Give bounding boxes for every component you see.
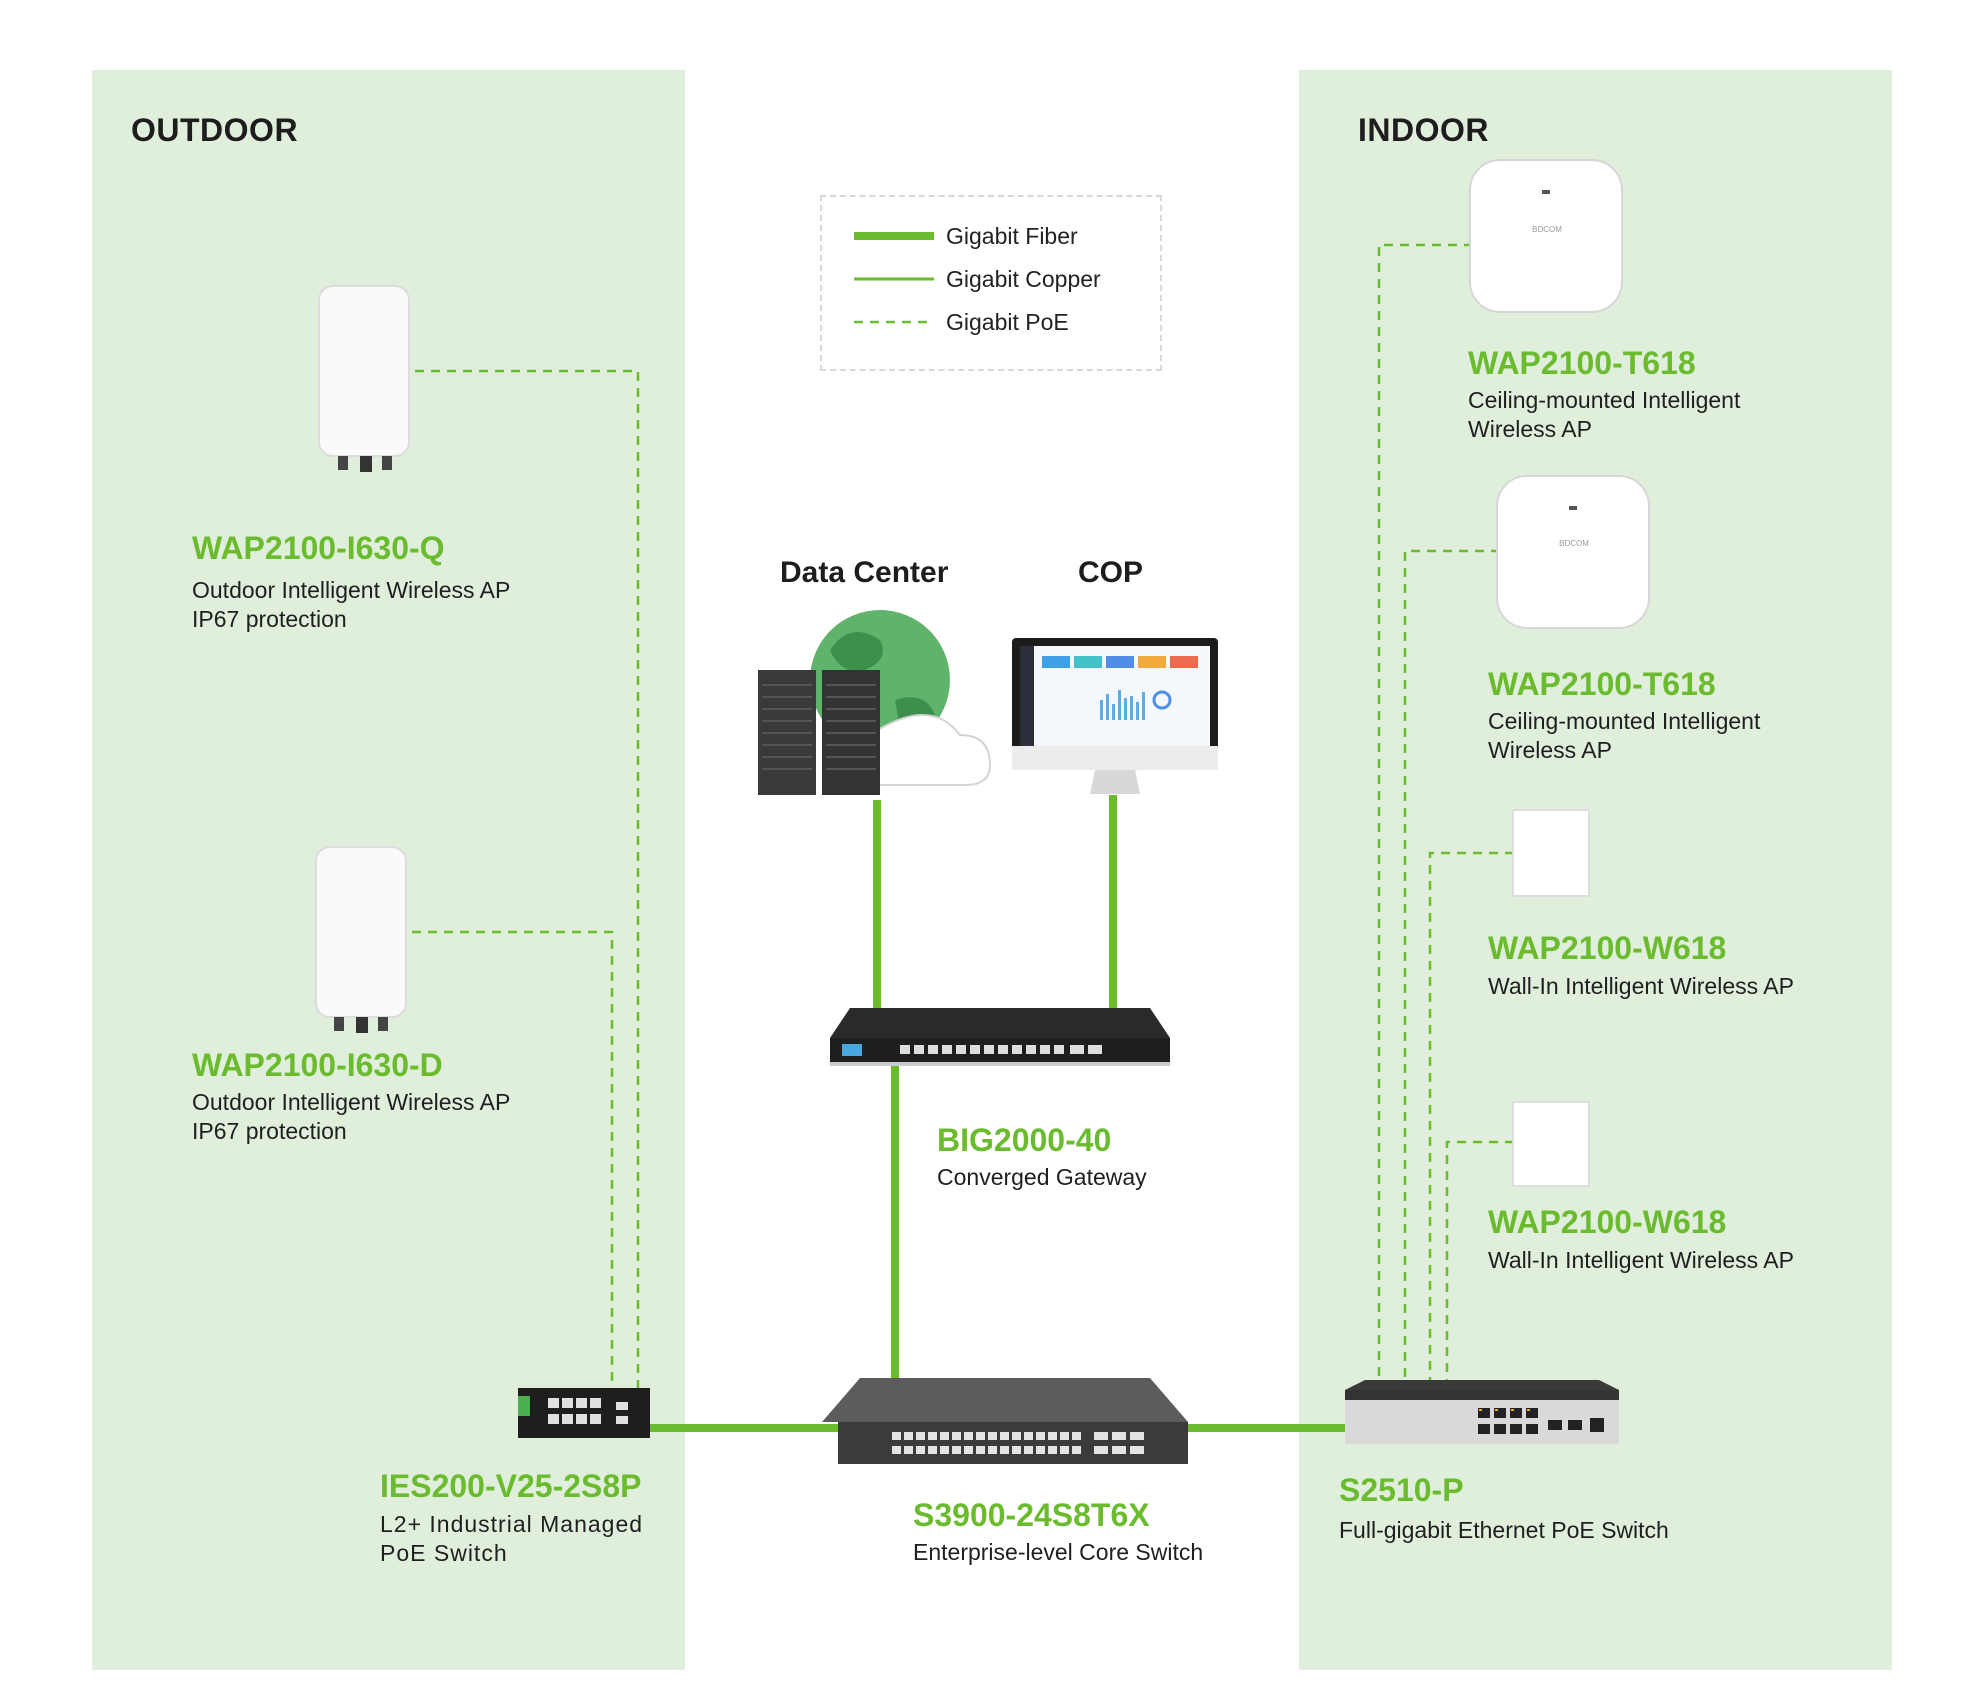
gateway-description: Converged Gateway: [937, 1163, 1147, 1192]
legend-poe-swatch: [854, 320, 934, 324]
poe-switch-device: [1345, 1380, 1619, 1444]
outdoor-zone-title: OUTDOOR: [131, 112, 299, 148]
core-switch-model: S3900-24S8T6X: [913, 1497, 1150, 1533]
core-switch-device: [822, 1378, 1188, 1464]
svg-text:BDCOM: BDCOM: [1532, 225, 1562, 234]
legend-fiber-swatch: [854, 232, 934, 240]
indoor-ap-2-device: BDCOM: [1496, 475, 1650, 629]
data-center-label: Data Center: [780, 556, 949, 589]
description-line: PoE Switch: [380, 1540, 508, 1566]
poe-switch-description: Full-gigabit Ethernet PoE Switch: [1339, 1516, 1669, 1545]
description-line: Enterprise-level Core Switch: [913, 1539, 1204, 1565]
indoor-ap-2-model: WAP2100-T618: [1488, 666, 1716, 702]
indoor-zone-title: INDOOR: [1358, 112, 1489, 148]
description-line: Converged Gateway: [937, 1164, 1147, 1190]
description-line: L2+ Industrial Managed: [380, 1511, 644, 1537]
description-line: Ceiling-mounted Intelligent: [1468, 387, 1741, 413]
indoor-ap-2-description: Ceiling-mounted Intelligent Wireless AP: [1488, 707, 1760, 765]
wall-ap-1-device: [1512, 809, 1590, 897]
svg-text:BDCOM: BDCOM: [1559, 539, 1589, 548]
legend-item-poe: Gigabit PoE: [854, 307, 1069, 337]
link-indoor-ap1-poe: [1377, 243, 1473, 1382]
legend-label: Gigabit PoE: [946, 308, 1069, 335]
indoor-ap-1-description: Ceiling-mounted Intelligent Wireless AP: [1468, 386, 1740, 444]
outdoor-ap-q-model: WAP2100-I630-Q: [192, 530, 445, 566]
description-line: Outdoor Intelligent Wireless AP: [192, 1089, 511, 1115]
core-switch-description: Enterprise-level Core Switch: [913, 1538, 1203, 1567]
wall-ap-1-model: WAP2100-W618: [1488, 930, 1727, 966]
wall-ap-2-device: [1512, 1101, 1590, 1187]
description-line: Wall-In Intelligent Wireless AP: [1488, 1247, 1794, 1273]
legend: Gigabit Fiber Gigabit Copper Gigabit PoE: [820, 195, 1162, 371]
outdoor-ap-d-device: [315, 846, 407, 1033]
poe-switch-model: S2510-P: [1339, 1472, 1464, 1508]
legend-label: Gigabit Copper: [946, 265, 1101, 292]
outdoor-ap-q-description: Outdoor Intelligent Wireless AP IP67 pro…: [192, 576, 510, 634]
legend-item-copper: Gigabit Copper: [854, 264, 1101, 294]
description-line: Wireless AP: [1488, 737, 1612, 763]
legend-copper-swatch: [854, 277, 934, 281]
link-wall-ap2-poe: [1445, 1140, 1514, 1382]
link-ap-q-industrial: [415, 369, 640, 1388]
description-line: IP67 protection: [192, 1118, 347, 1144]
indoor-ap-1-device: BDCOM: [1469, 159, 1623, 313]
legend-item-fiber: Gigabit Fiber: [854, 221, 1078, 251]
data-center-device: [758, 610, 992, 795]
description-line: Wireless AP: [1468, 416, 1592, 442]
poe-links-outdoor: [412, 369, 640, 1388]
poe-links-indoor: [1377, 243, 1514, 1382]
gateway-device: [830, 1008, 1170, 1066]
description-line: Outdoor Intelligent Wireless AP: [192, 577, 511, 603]
link-indoor-ap2-poe: [1403, 549, 1500, 1382]
outdoor-ap-q-device: [318, 285, 410, 472]
wall-ap-2-model: WAP2100-W618: [1488, 1204, 1727, 1240]
legend-label: Gigabit Fiber: [946, 222, 1078, 249]
link-ap-d-industrial: [412, 930, 614, 1388]
wall-ap-1-description: Wall-In Intelligent Wireless AP: [1488, 972, 1794, 1001]
gateway-model: BIG2000-40: [937, 1122, 1112, 1158]
description-line: Wall-In Intelligent Wireless AP: [1488, 973, 1794, 999]
indoor-ap-1-model: WAP2100-T618: [1468, 345, 1696, 381]
outdoor-ap-d-model: WAP2100-I630-D: [192, 1047, 443, 1083]
cop-label: COP: [1078, 556, 1144, 589]
description-line: Full-gigabit Ethernet PoE Switch: [1339, 1517, 1669, 1543]
description-line: IP67 protection: [192, 606, 347, 632]
fiber-links: [650, 795, 1345, 1432]
industrial-switch-device: [518, 1388, 650, 1438]
outdoor-ap-d-description: Outdoor Intelligent Wireless AP IP67 pro…: [192, 1088, 510, 1146]
industrial-switch-model: IES200-V25-2S8P: [380, 1468, 642, 1504]
wall-ap-2-description: Wall-In Intelligent Wireless AP: [1488, 1246, 1794, 1275]
cop-monitor-device: [1012, 638, 1218, 794]
industrial-switch-description: L2+ Industrial Managed PoE Switch: [380, 1510, 643, 1568]
link-wall-ap1-poe: [1428, 851, 1514, 1382]
description-line: Ceiling-mounted Intelligent: [1488, 708, 1761, 734]
